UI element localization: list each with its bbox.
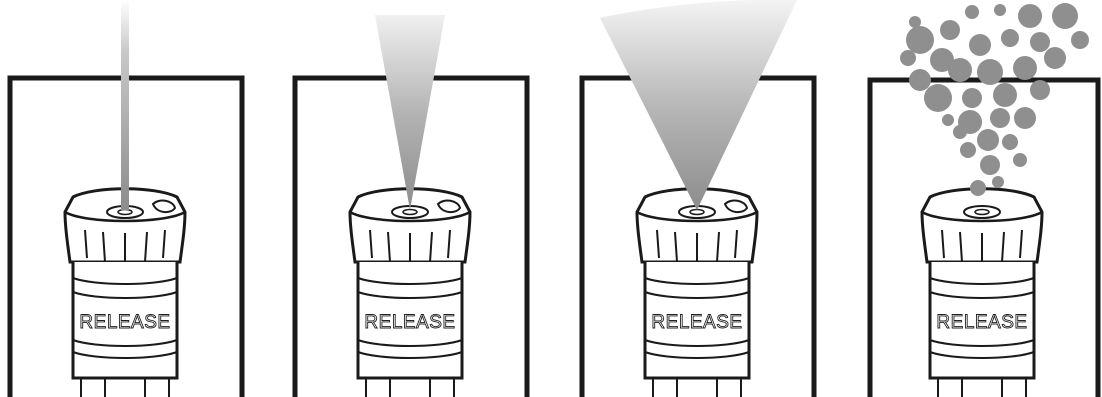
- mist-droplet: [1044, 47, 1066, 69]
- mist-droplet: [953, 125, 967, 139]
- nozzle: RELEASE: [637, 189, 757, 397]
- mist-droplet: [909, 16, 921, 28]
- wide-cone-panel-drawing: RELEASE: [572, 0, 842, 397]
- panel-narrow-cone: RELEASE: [285, 0, 555, 397]
- release-label: RELEASE: [79, 312, 170, 333]
- mist-droplet: [924, 84, 952, 112]
- mist-droplet: [965, 5, 979, 19]
- mist-droplet: [1071, 31, 1089, 49]
- mist-droplet: [990, 108, 1010, 128]
- mist-droplet: [977, 59, 1003, 85]
- release-label: RELEASE: [936, 312, 1027, 333]
- panel-mist: RELEASE: [860, 0, 1102, 397]
- mist-droplet: [969, 34, 991, 56]
- mist-droplet: [1001, 29, 1019, 47]
- mist-droplet: [948, 58, 972, 82]
- mist-panel-drawing: RELEASE: [860, 0, 1102, 397]
- mist-droplet: [906, 26, 934, 54]
- mist-droplet: [1030, 80, 1050, 100]
- mist-droplet: [1018, 4, 1042, 28]
- mist-droplet: [994, 4, 1006, 16]
- panel-wide-cone: RELEASE: [572, 0, 842, 397]
- mist-droplet: [940, 20, 960, 40]
- mist-droplet: [900, 50, 916, 66]
- nozzle: RELEASE: [922, 189, 1042, 397]
- mist-droplet: [1014, 107, 1036, 129]
- mist-droplet: [977, 129, 999, 151]
- mist-droplets: [900, 3, 1089, 196]
- mist-droplet: [942, 114, 954, 126]
- mist-droplet: [1002, 134, 1018, 150]
- mist-droplet: [993, 83, 1017, 107]
- spray-narrow-cone: [375, 15, 445, 210]
- stream-panel-drawing: RELEASE: [0, 0, 270, 397]
- mist-droplet: [1013, 56, 1037, 80]
- panel-stream: RELEASE: [0, 0, 270, 397]
- nozzle: RELEASE: [65, 189, 185, 397]
- mist-droplet: [980, 155, 1000, 175]
- narrow-cone-panel-drawing: RELEASE: [285, 0, 555, 397]
- mist-droplet: [960, 142, 976, 158]
- mist-droplet: [1013, 153, 1027, 167]
- mist-droplet: [962, 88, 982, 108]
- release-label: RELEASE: [651, 312, 742, 333]
- spray-stream: [121, 0, 129, 210]
- mist-droplet: [1030, 32, 1050, 52]
- mist-droplet: [909, 69, 931, 91]
- mist-droplet: [1052, 3, 1078, 29]
- release-label: RELEASE: [364, 312, 455, 333]
- mist-droplet: [992, 176, 1004, 188]
- spray-wide-cone: [600, 0, 797, 210]
- mist-droplet: [970, 180, 986, 196]
- nozzle: RELEASE: [350, 189, 470, 397]
